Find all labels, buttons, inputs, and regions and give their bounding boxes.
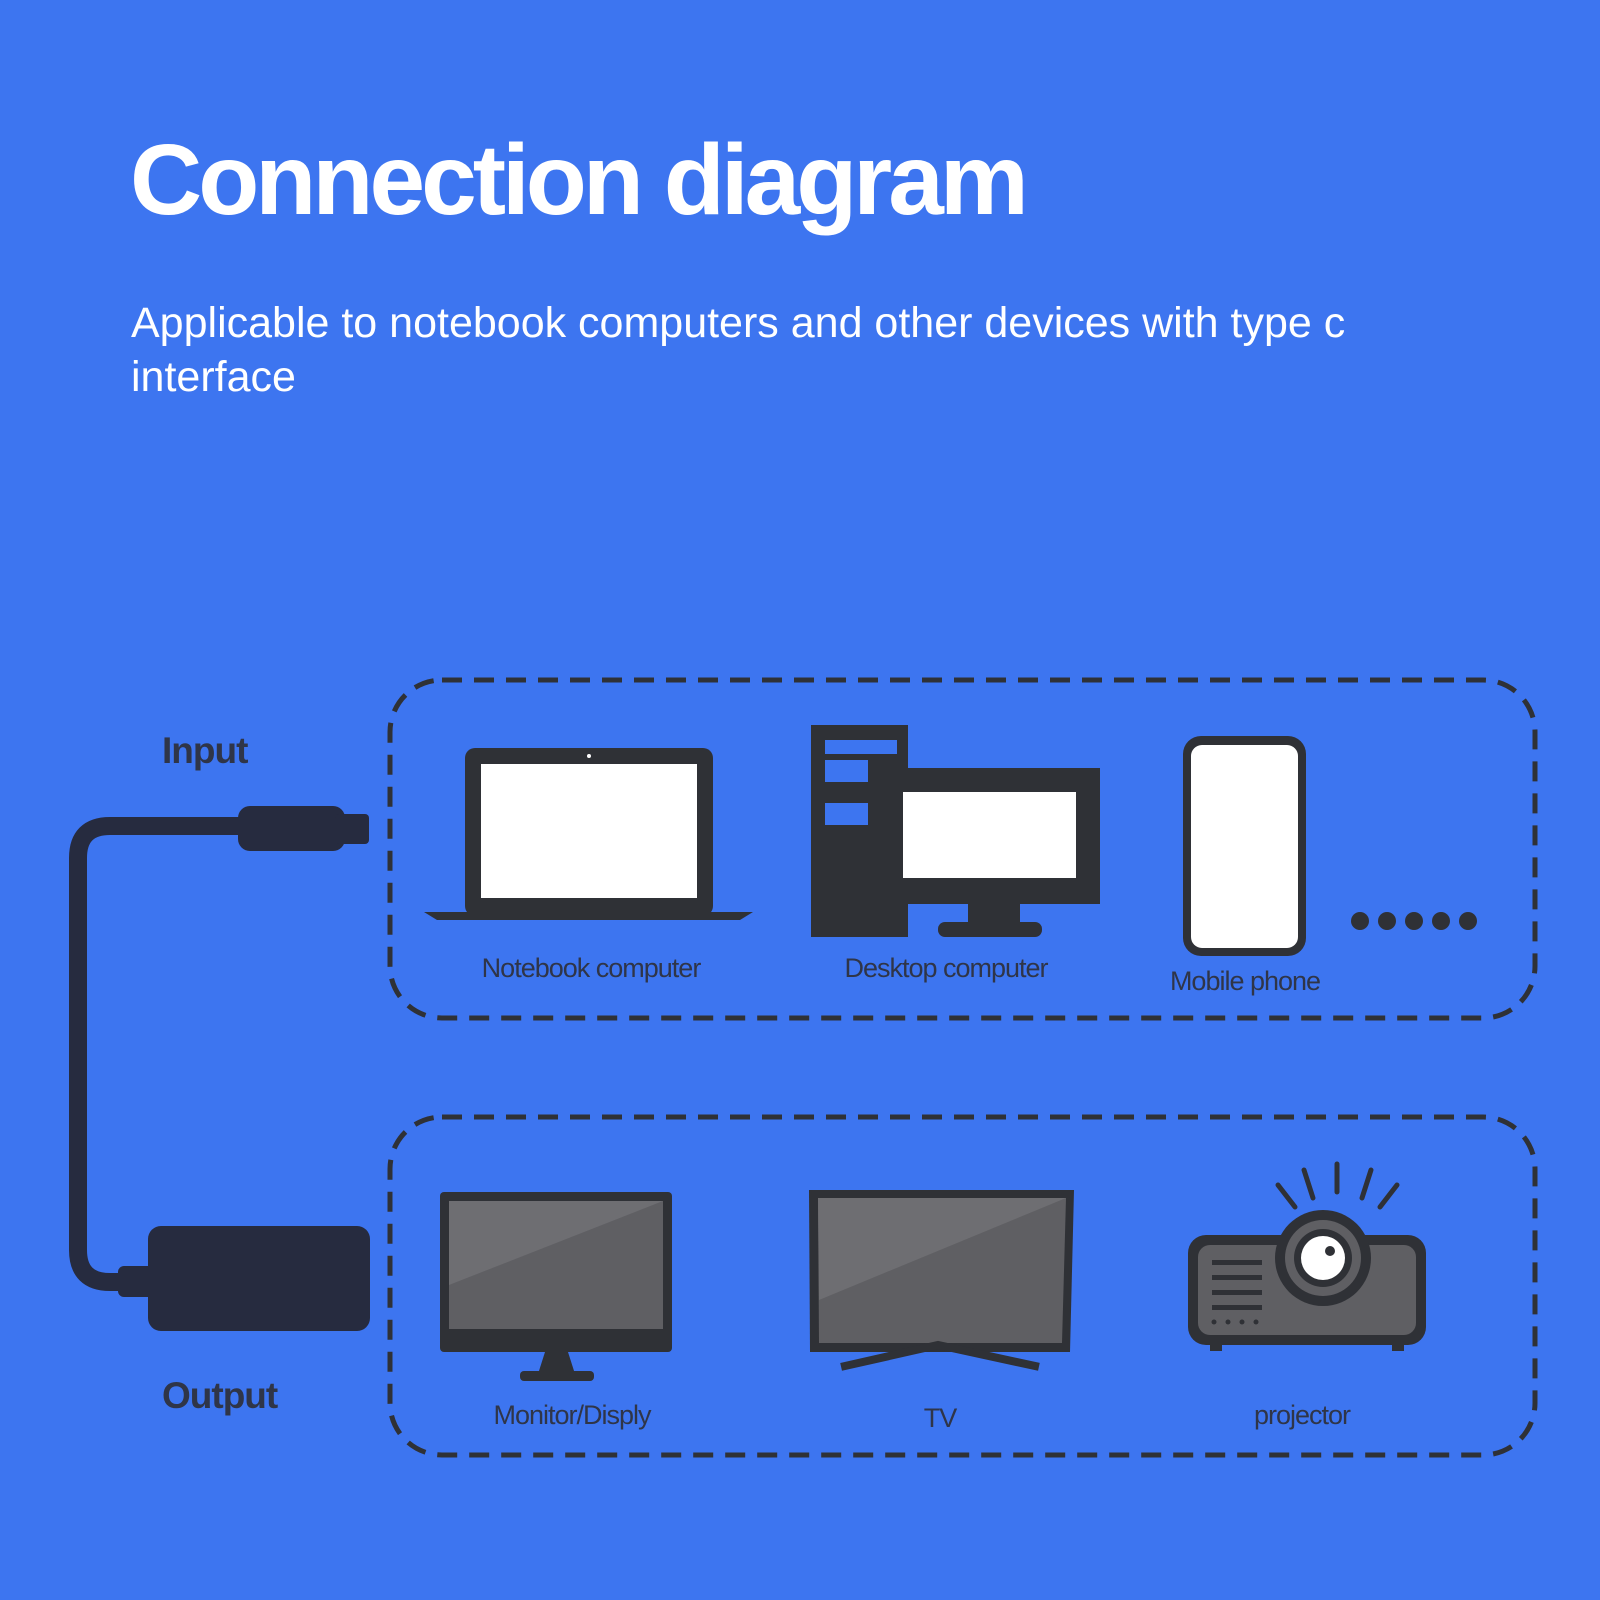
usb-c-cable <box>69 806 370 1331</box>
tv-label: TV <box>923 1403 958 1433</box>
notebook-computer-label: Notebook computer <box>481 953 702 983</box>
projector-label: projector <box>1253 1400 1351 1430</box>
usb-c-plug-tip <box>335 814 369 844</box>
more-devices-dots <box>1351 912 1477 930</box>
page-subtitle: Applicable to notebook computers and oth… <box>131 299 1346 401</box>
adapter-strain-relief <box>118 1266 156 1297</box>
usb-c-plug-housing <box>238 806 345 851</box>
laptop-icon <box>424 748 753 920</box>
tv-icon <box>809 1190 1074 1371</box>
desktop-computer-label: Desktop computer <box>844 953 1048 983</box>
mobile-phone-label: Mobile phone <box>1169 966 1321 996</box>
input-label: Input <box>162 730 248 771</box>
mobile-phone-icon <box>1183 736 1306 956</box>
adapter-body <box>148 1226 370 1331</box>
input-devices-box <box>387 677 1538 1021</box>
monitor-label: Monitor/Disply <box>493 1400 651 1430</box>
monitor-icon <box>440 1192 672 1381</box>
page-title: Connection diagram <box>130 124 1029 236</box>
cable-wire <box>69 817 242 1291</box>
output-devices-box <box>387 1114 1538 1458</box>
output-label: Output <box>162 1375 278 1416</box>
desktop-computer-icon <box>811 725 1100 937</box>
projector-icon <box>1188 1161 1426 1351</box>
